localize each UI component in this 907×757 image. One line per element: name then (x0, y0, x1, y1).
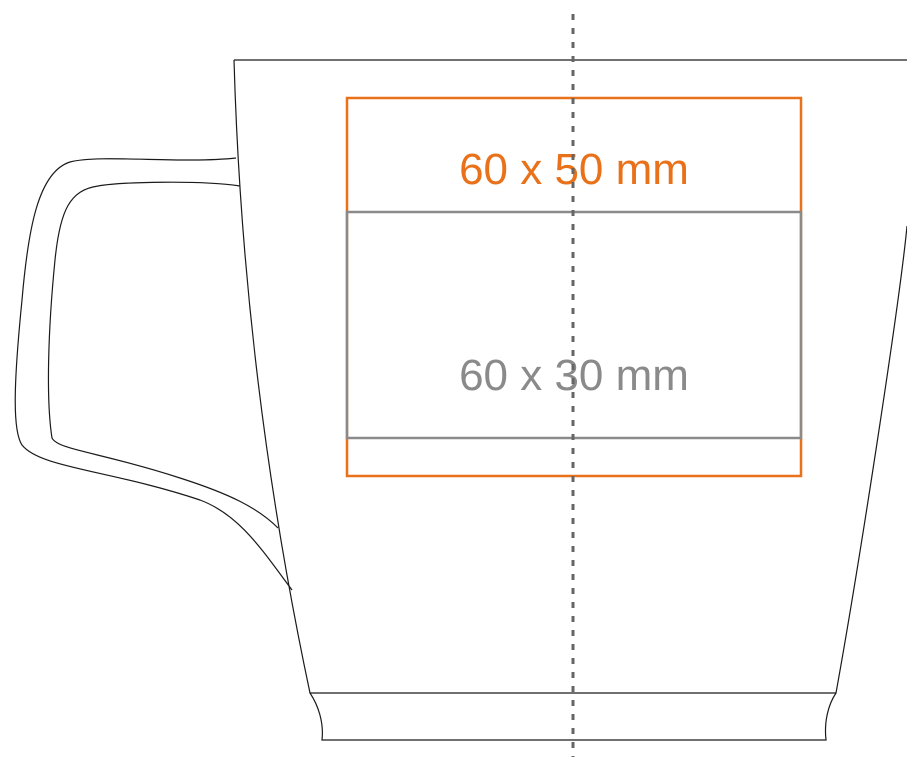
mug-handle-outer (14, 157, 293, 591)
mug-foot (309, 692, 837, 741)
mug-body (233, 59, 907, 694)
print-area-small-label: 60 x 30 mm (459, 351, 689, 400)
mug-handle-inner (47, 181, 279, 529)
